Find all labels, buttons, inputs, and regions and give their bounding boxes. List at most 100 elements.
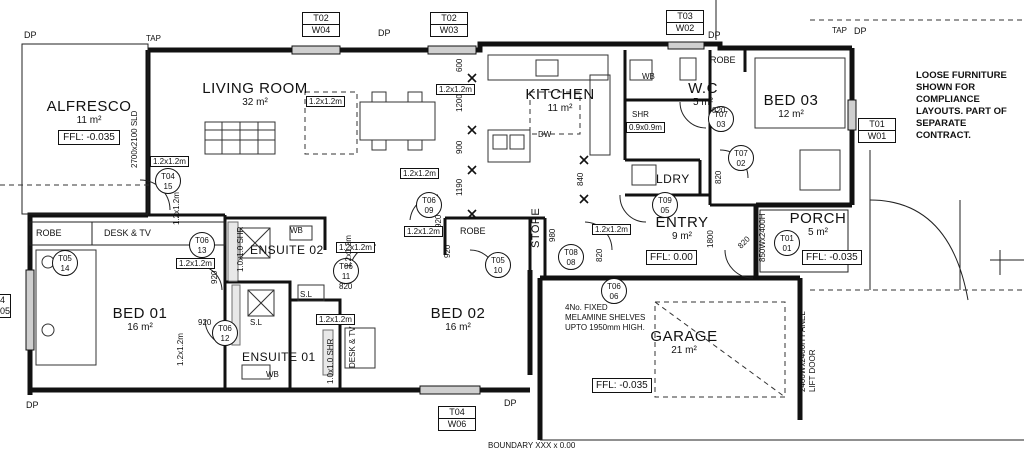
door-tag-id: 15 bbox=[163, 182, 173, 191]
door-tag-id: 11 bbox=[341, 272, 351, 281]
door-tag-type: T06 bbox=[422, 196, 436, 205]
clearance-label: 1.2x1.2m bbox=[436, 84, 475, 95]
room-area: 11 m² bbox=[76, 115, 102, 126]
dimension-label: 900 bbox=[455, 140, 464, 154]
room-wc: W.C 5 m² bbox=[680, 80, 726, 108]
dimension-label: 820 bbox=[714, 170, 723, 184]
shelves-line: MELAMINE SHELVES bbox=[565, 313, 646, 322]
furniture-note: LOOSE FURNITURE SHOWN FOR COMPLIANCE LAY… bbox=[916, 70, 1007, 142]
note-line: SEPARATE bbox=[916, 118, 967, 129]
clearance-label: 1.2x1.2m bbox=[172, 192, 181, 225]
window-type: T04 bbox=[449, 407, 465, 417]
shower-label: 1.0x1.0 SHR bbox=[236, 226, 245, 272]
shelves-line: 4No. FIXED bbox=[565, 303, 608, 312]
dimension-label: 600 bbox=[455, 58, 464, 72]
window-tag: T01 W01 bbox=[858, 118, 896, 143]
room-bed03: BED 03 12 m² bbox=[756, 92, 826, 120]
room-bed02: BED 02 16 m² bbox=[428, 305, 488, 333]
room-garage: GARAGE 21 m² bbox=[648, 328, 720, 356]
room-area: 16 m² bbox=[127, 322, 153, 333]
dimension-label: 920 bbox=[198, 318, 212, 327]
windows bbox=[25, 41, 857, 395]
edge-tag-a: 4 bbox=[0, 295, 6, 305]
wb-label: WB bbox=[290, 226, 303, 235]
note-line: LOOSE FURNITURE bbox=[916, 70, 1007, 81]
door-tag-id: 03 bbox=[716, 120, 726, 129]
dimension-label: 920 bbox=[210, 270, 219, 284]
room-area: 12 m² bbox=[778, 109, 804, 120]
room-name: BED 03 bbox=[763, 92, 819, 109]
window-type: T03 bbox=[677, 11, 693, 21]
window-tag: T02 W03 bbox=[430, 12, 468, 37]
door-tag-type: T08 bbox=[564, 248, 578, 257]
tap-label: TAP bbox=[832, 26, 847, 35]
robe-label: ROBE bbox=[36, 228, 62, 238]
downpipe-label: DP bbox=[708, 30, 721, 40]
room-area: 21 m² bbox=[671, 345, 697, 356]
furniture bbox=[35, 54, 849, 398]
window-tag: T02 W04 bbox=[302, 12, 340, 37]
door-tag-type: T06 bbox=[195, 236, 209, 245]
sliding-door-label: 2700x2100 SLD bbox=[130, 110, 139, 168]
clearance-label: 1.2x1.2m bbox=[306, 96, 345, 107]
downpipe-label: DP bbox=[854, 26, 867, 36]
door-tag-id: 06 bbox=[609, 292, 619, 301]
door-tag-type: T04 bbox=[161, 172, 175, 181]
door-tag-type: T05 bbox=[58, 254, 72, 263]
window-type: T02 bbox=[441, 13, 457, 23]
door-tag-type: T06 bbox=[218, 324, 232, 333]
downpipe-label: DP bbox=[504, 398, 517, 408]
room-name: BED 02 bbox=[430, 305, 486, 322]
window-type: T01 bbox=[869, 119, 885, 129]
door-tag-id: 14 bbox=[60, 264, 70, 273]
door-tag-type: T09 bbox=[658, 196, 672, 205]
room-store: STORE bbox=[530, 207, 542, 248]
clearance-label: 1.2x1.2m bbox=[316, 314, 355, 325]
door-tag-id: 09 bbox=[424, 206, 434, 215]
door-tag-id: 05 bbox=[660, 206, 670, 215]
sl-label: S.L bbox=[250, 318, 263, 327]
dimension-label: 820 bbox=[712, 106, 726, 115]
window-tag: T03 W02 bbox=[666, 10, 704, 35]
room-area: 16 m² bbox=[445, 322, 471, 333]
clearance-label: 1.2x1.2m bbox=[404, 226, 443, 237]
dimension-label: 980 bbox=[548, 228, 557, 242]
door-tag-id: 12 bbox=[220, 334, 230, 343]
clearance-label: 1.2x1.2m bbox=[176, 258, 215, 269]
window-tag: T04 W06 bbox=[438, 406, 476, 431]
room-name: ALFRESCO bbox=[46, 98, 132, 115]
room-entry: ENTRY 9 m² bbox=[652, 214, 712, 242]
downpipe-label: DP bbox=[24, 30, 37, 40]
room-living: LIVING ROOM 32 m² bbox=[200, 80, 310, 108]
dimension-label: 820 bbox=[339, 282, 353, 291]
room-name: KITCHEN bbox=[525, 86, 595, 103]
dimension-label: 1800 bbox=[706, 230, 715, 248]
downpipe-label: DP bbox=[378, 28, 391, 38]
robe-label: ROBE bbox=[710, 55, 736, 65]
shower-label: 1.0x1.0 SHR bbox=[326, 338, 335, 384]
door-tag-type: T07 bbox=[714, 110, 728, 119]
door-tag-id: 08 bbox=[566, 258, 576, 267]
wet-area-hatching bbox=[227, 221, 334, 376]
room-name: GARAGE bbox=[650, 328, 718, 345]
window-type: T02 bbox=[313, 13, 329, 23]
clearance-label: 1.2x1.2m bbox=[150, 156, 189, 167]
ffl-label: FFL: -0.035 bbox=[58, 130, 120, 145]
desk-tv-label: DESK & TV bbox=[348, 326, 357, 368]
door-tag-id: 01 bbox=[782, 244, 792, 253]
door-tag-id: 10 bbox=[493, 266, 503, 275]
clearance-label: 1.2x1.2m bbox=[176, 333, 185, 366]
door-tag-id: 02 bbox=[736, 159, 746, 168]
shr-dim-label: 0.9x0.9m bbox=[626, 122, 665, 133]
edge-tag: 4 05 bbox=[0, 294, 11, 318]
door-tag-type: T06 bbox=[339, 262, 353, 271]
